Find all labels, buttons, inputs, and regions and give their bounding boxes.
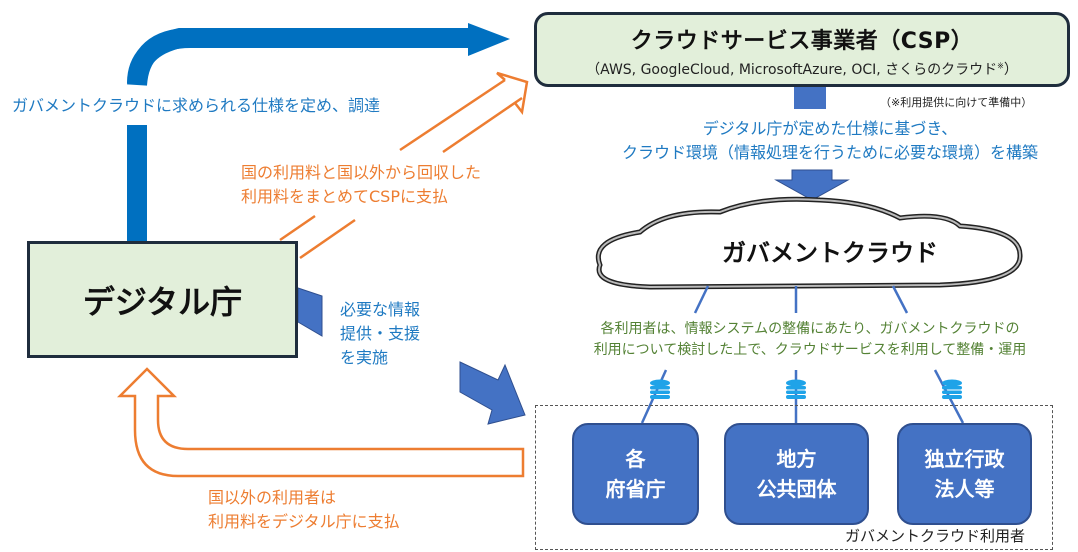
- pay-csp-line: 国の利用料と国以外から回収した: [241, 163, 482, 182]
- database-icon: [942, 379, 962, 399]
- csp-connector: [794, 87, 826, 109]
- pay-csp-line: 利用料をまとめてCSPに支払: [241, 187, 448, 206]
- users-frame: [535, 405, 1053, 550]
- support-arrow: [297, 287, 323, 337]
- pay-csp-text: 国の利用料と国以外から回収した 利用料をまとめてCSPに支払: [241, 161, 481, 209]
- pay-csp-arrow: [279, 71, 529, 260]
- csp-title: クラウドサービス事業者（CSP）: [630, 29, 974, 54]
- user-box-independent-agencies: 独立行政 法人等: [897, 423, 1032, 525]
- database-icon: [786, 379, 806, 399]
- build-text: デジタル庁が定めた仕様に基づき、 クラウド環境（情報処理を行うために必要な環境）…: [590, 117, 1070, 165]
- procurement-arrow: [127, 28, 470, 241]
- pay-digital-text: 国以外の利用者は 利用料をデジタル庁に支払: [208, 486, 400, 534]
- users-note-line: 各利用者は、情報システムの整備にあたり、ガバメントクラウドの: [600, 321, 1020, 337]
- csp-box: クラウドサービス事業者（CSP） （AWS, GoogleCloud, Micr…: [534, 12, 1070, 87]
- csp-footnote-mark: ※: [997, 61, 1004, 71]
- user-label-line: 法人等: [934, 477, 995, 501]
- support-line: 提供・支援: [340, 324, 421, 343]
- pay-digital-arrow: [116, 367, 525, 478]
- user-box-local-governments: 地方 公共団体: [724, 423, 869, 525]
- down-arrow-icon: [774, 169, 850, 201]
- user-label-line: 独立行政: [924, 447, 1005, 471]
- users-frame-label: ガバメントクラウド利用者: [845, 527, 1026, 545]
- user-label-line: 各: [625, 447, 646, 471]
- pay-digital-line: 国以外の利用者は: [208, 488, 337, 507]
- pay-digital-line: 利用料をデジタル庁に支払: [208, 512, 400, 531]
- procurement-arrow-curve: [127, 28, 191, 87]
- support-arrowhead: [459, 361, 526, 425]
- database-icon: [650, 379, 670, 399]
- support-line: を実施: [340, 348, 389, 367]
- csp-note: （※利用提供に向けて準備中）: [880, 96, 1033, 109]
- gov-cloud-title: ガバメントクラウド: [722, 239, 938, 267]
- support-line: 必要な情報: [340, 300, 421, 319]
- users-note: 各利用者は、情報システムの整備にあたり、ガバメントクラウドの 利用について検討し…: [570, 319, 1050, 361]
- build-text-line: デジタル庁が定めた仕様に基づき、: [702, 119, 958, 138]
- user-label-line: 府省庁: [605, 477, 666, 501]
- support-text: 必要な情報 提供・支援 を実施: [340, 298, 420, 370]
- digital-agency-box: デジタル庁: [27, 241, 298, 358]
- procurement-text: ガバメントクラウドに求められる仕様を定め、調達: [12, 96, 381, 115]
- build-text-line: クラウド環境（情報処理を行うために必要な環境）を構築: [621, 143, 1038, 162]
- digital-agency-title: デジタル庁: [82, 282, 243, 321]
- csp-subtitle: （AWS, GoogleCloud, MicrosoftAzure, OCI, …: [537, 59, 1067, 79]
- csp-subtitle-close: ）: [1003, 62, 1018, 78]
- user-box-ministries: 各 府省庁: [572, 423, 699, 525]
- user-label-line: 地方: [776, 447, 817, 471]
- procurement-arrowhead: [468, 23, 510, 56]
- user-label-line: 公共団体: [756, 477, 837, 501]
- users-note-line: 利用について検討した上で、クラウドサービスを利用して整備・運用: [593, 342, 1027, 358]
- csp-subtitle-text: （AWS, GoogleCloud, MicrosoftAzure, OCI, …: [586, 62, 998, 78]
